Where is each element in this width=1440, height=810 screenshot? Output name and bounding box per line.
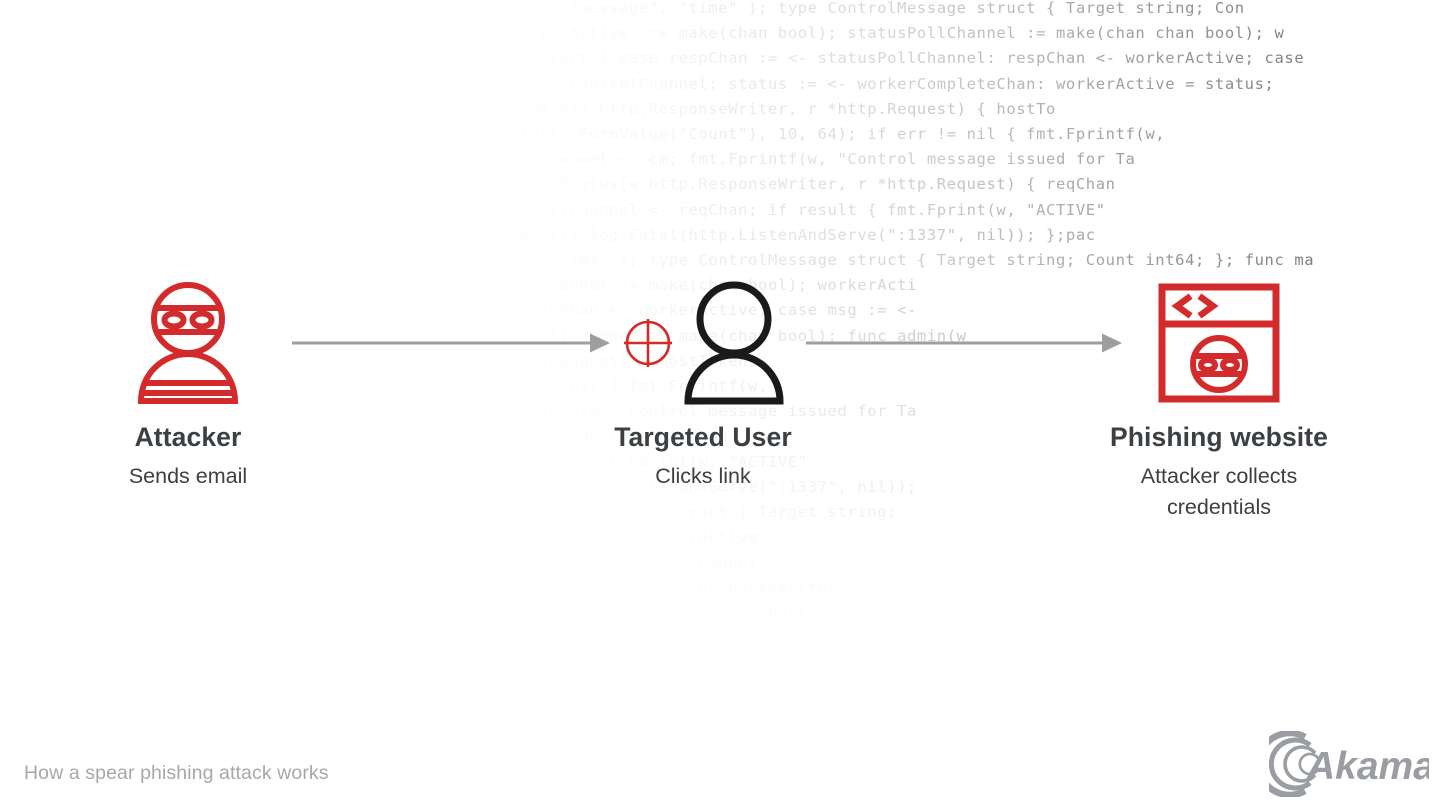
code-line: statusPollChannel <- reqChan; [470,654,759,673]
code-line: func admin(w http.ResponseWriter, r *htt… [470,99,1056,118]
code-line: ParseInt(r.FormValue("Count"), 10, 64); … [470,125,1166,144]
masked-attacker-icon [137,281,239,404]
code-line: make(chan bool); workerActive [470,528,759,547]
code-line: fmt.Fprintf(w, "Control message"); [470,629,808,648]
targeted-user-icon-container [583,275,823,410]
code-line: import ( "fmt" ); type ControlMessage st… [470,251,1315,270]
code-line: var workerActive := make(chan bool); sta… [470,24,1285,43]
step-title-phishing-website: Phishing website [1109,422,1329,452]
step-title-targeted-user: Targeted User [614,422,792,452]
code-line: Count int64; }; func main() [470,704,739,723]
akamai-wordmark: Akamai [1306,745,1429,788]
code-line: func viewStatus(w http.ResponseWriter, [470,578,848,597]
code-line: controlChannel <- cm; fmt.Fprintf(w, "Co… [470,150,1136,169]
code-line: for { select { case respChan := <- statu… [470,49,1305,68]
code-line: go admin(); log.Fatal(nil)); [470,679,749,698]
step-subtitle-phishing-website: Attacker collects credentials [1140,464,1298,519]
code-line: func viewStatus(w http.ResponseWriter, r… [470,175,1116,194]
crosshair-target-icon [624,318,672,367]
code-line: statusPollChannel <- reqChan; if result … [470,200,1106,219]
akamai-logo: Akamai [1269,731,1429,797]
slide-caption: How a spear phishing attack works [24,762,329,784]
phishing-website-icon-container [1099,275,1339,410]
connector-arrow-attacker-to-user [292,330,612,361]
flow-step-attacker: Attacker Sends email [68,275,308,492]
code-line: case msg := <- controlChannel; [470,553,768,572]
person-icon [684,281,784,404]
connector-arrow-user-to-website [806,330,1124,361]
attacker-icon-container [68,275,308,410]
akamai-logo-mark: Akamai [1269,731,1429,797]
step-subtitle-targeted-user: Clicks link [655,464,751,488]
step-subtitle-attacker: Sends email [128,464,248,488]
code-line: hostTokens := strings.Split(r.Host, [470,603,818,622]
flow-step-targeted-user: Targeted User Clicks link [583,275,823,492]
step-title-attacker: Attacker [134,422,242,452]
code-line: const = "message", "time" ); type Contro… [470,0,1245,17]
code-line: go admin(); log.Fatal(http.ListenAndServ… [470,225,1096,244]
flow-step-phishing-website: Phishing website Attacker collects crede… [1099,275,1339,523]
code-line: msg := <- controlChannel: status := <- w… [470,74,1275,93]
browser-window-masked-face-icon [1158,283,1280,402]
